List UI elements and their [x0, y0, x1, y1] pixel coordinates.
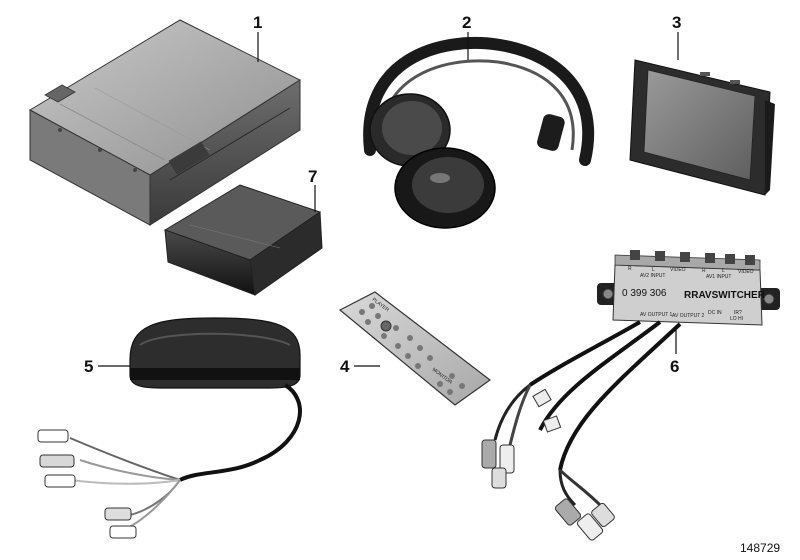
callout-7: 7 — [308, 167, 317, 212]
part-2-headphones — [363, 36, 595, 229]
part-5-receiver — [37, 317, 302, 539]
switcher-part-number: 0 399 306 — [622, 288, 667, 299]
switcher-av1-input-label: AV1 INPUT — [706, 274, 731, 280]
switcher-input-label-6: VIDEO — [738, 269, 754, 275]
callout-6: 6 — [670, 328, 679, 376]
callout-label-4: 4 — [340, 357, 350, 376]
callout-label-3: 3 — [672, 13, 681, 32]
callout-1: 1 — [253, 13, 262, 62]
part-6-av-switcher: R L VIDEO R L VIDEO AV2 INPUT AV1 INPUT … — [481, 250, 780, 541]
callout-2: 2 — [462, 13, 471, 60]
part-3-monitor — [629, 59, 775, 196]
callout-label-1: 1 — [253, 13, 262, 32]
switcher-rca-jacks — [630, 250, 755, 265]
switcher-av-output-1: AV OUTPUT 1 — [640, 312, 673, 318]
switcher-input-label-3: VIDEO — [670, 267, 686, 273]
callout-label-5: 5 — [84, 357, 93, 376]
switcher-input-label-2: L — [652, 267, 655, 273]
switcher-dc-in: DC IN — [708, 310, 722, 316]
switcher-ir-label: IR? — [734, 310, 742, 316]
switcher-ir-sub: LO HI — [730, 316, 743, 322]
part-1-dvd-changer — [28, 19, 302, 226]
callout-5: 5 — [84, 357, 130, 376]
switcher-input-label-5: L — [722, 268, 725, 274]
switcher-av2-input-label: AV2 INPUT — [640, 273, 665, 279]
part-4-remote-control: PLAYER MONITOR — [338, 291, 492, 406]
reference-number: 148729 — [740, 541, 780, 555]
callout-3: 3 — [672, 13, 681, 60]
callout-4: 4 — [340, 357, 380, 376]
callout-label-6: 6 — [670, 357, 679, 376]
callout-label-2: 2 — [462, 13, 471, 32]
switcher-name: RRAVSWITCHER — [684, 290, 766, 301]
part-7-dvd-player — [163, 184, 323, 296]
switcher-input-label-1: R — [628, 266, 632, 272]
callout-label-7: 7 — [308, 167, 317, 186]
switcher-av-output-2: AV OUTPUT 2 — [672, 313, 705, 319]
switcher-input-label-4: R — [702, 268, 706, 274]
